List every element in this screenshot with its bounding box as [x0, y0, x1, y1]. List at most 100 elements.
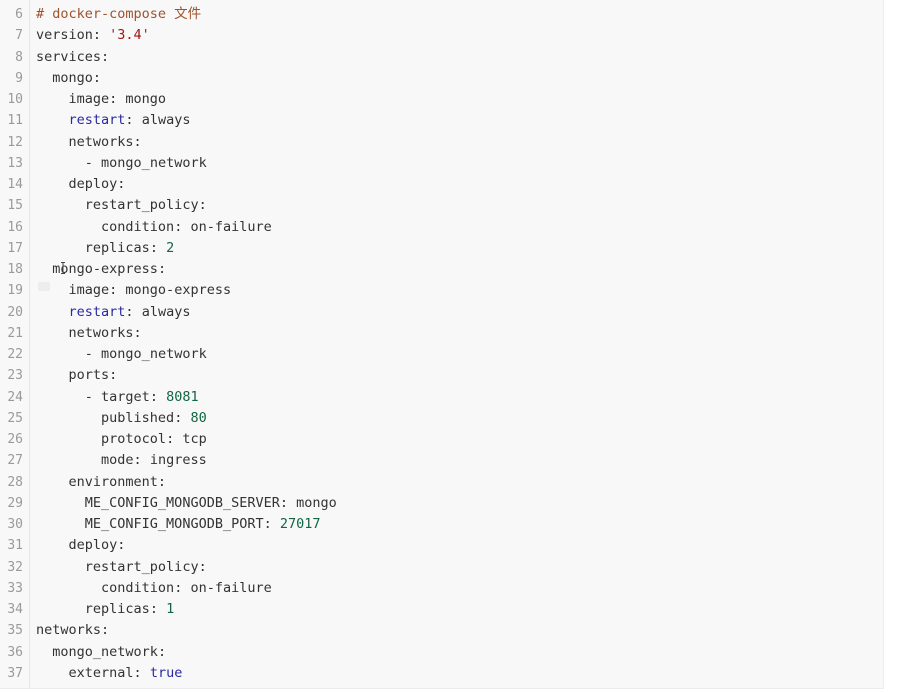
code-line[interactable]: 33 condition: on-failure: [0, 578, 883, 599]
code-token-key: external: [68, 664, 134, 681]
code-token-plain: :: [109, 91, 126, 107]
code-token-plain: :: [133, 324, 142, 341]
code-text: replicas: 1: [36, 599, 174, 620]
code-token-key: networks: [68, 324, 134, 341]
code-line[interactable]: 28 environment:: [0, 472, 883, 493]
code-token-plain: :: [109, 282, 126, 299]
line-number: 21: [7, 325, 23, 341]
indent: [36, 240, 85, 256]
code-line[interactable]: 12 networks:: [0, 132, 883, 153]
code-token-key: restart_policy: [84, 558, 199, 575]
code-token-str: '3.4': [109, 27, 150, 44]
line-number: 18: [7, 262, 23, 277]
code-text: image: mongo: [36, 89, 167, 110]
code-line[interactable]: 17 replicas: 2: [0, 238, 883, 259]
code-token-plain: :: [166, 431, 183, 447]
code-token-key: ports: [68, 367, 110, 384]
code-token-plain: -: [84, 154, 102, 171]
indent: [36, 601, 85, 617]
code-token-plain: mongo_network: [101, 346, 207, 362]
code-line[interactable]: 15 restart_policy:: [0, 195, 883, 216]
code-token-num: 27017: [279, 516, 321, 532]
indent: [36, 431, 101, 447]
code-token-plain: :: [117, 537, 126, 554]
code-token-plain: :: [157, 473, 167, 490]
code-token-plain: :: [117, 176, 126, 192]
indent: [36, 70, 52, 86]
code-text: - mongo_network: [36, 344, 207, 365]
code-token-plain: :: [133, 133, 142, 150]
code-token-plain: :: [133, 664, 150, 681]
code-line[interactable]: 13 - mongo_network: [0, 153, 883, 174]
i-beam-cursor-icon: [61, 262, 65, 274]
code-line[interactable]: 21 networks:: [0, 323, 883, 344]
code-line[interactable]: 18 mongo-express:: [0, 259, 883, 280]
code-token-plain: :: [92, 27, 110, 44]
code-line[interactable]: 30 ME_CONFIG_MONGODB_PORT: 27017: [0, 514, 883, 535]
indent: [36, 346, 85, 362]
code-text: # docker-compose 文件: [36, 4, 201, 25]
code-text: protocol: tcp: [36, 429, 207, 450]
code-line[interactable]: 14 deploy:: [0, 174, 883, 195]
code-line[interactable]: 22 - mongo_network: [0, 344, 883, 365]
code-line[interactable]: 36 mongo_network:: [0, 642, 883, 663]
code-token-plain: tcp: [182, 431, 207, 447]
indent: [36, 325, 69, 341]
code-token-plain: always: [141, 303, 191, 320]
indent: [36, 580, 101, 596]
code-token-plain: mongo-express: [125, 282, 232, 299]
code-line[interactable]: 23 ports:: [0, 365, 883, 386]
code-line[interactable]: 6# docker-compose 文件: [0, 4, 883, 25]
code-token-key: condition: [101, 579, 175, 596]
code-line[interactable]: 32 restart_policy:: [0, 557, 883, 578]
code-line[interactable]: 24 - target: 8081: [0, 387, 883, 408]
code-line[interactable]: 31 deploy:: [0, 535, 883, 556]
code-text: restart: always: [36, 302, 191, 323]
code-token-plain: :: [174, 579, 191, 596]
line-number: 23: [7, 368, 23, 384]
code-text: networks:: [36, 132, 142, 153]
line-number: 28: [7, 474, 23, 490]
code-line[interactable]: 16 condition: on-failure: [0, 217, 883, 238]
code-token-key: environment: [68, 473, 158, 490]
code-text: - mongo_network: [36, 153, 207, 174]
code-text: external: true: [36, 663, 183, 684]
line-number: 7: [15, 28, 23, 44]
code-line[interactable]: 9 mongo:: [0, 68, 883, 89]
line-number: 33: [7, 580, 23, 596]
code-line[interactable]: 11 restart: always: [0, 110, 883, 131]
code-line[interactable]: 10 image: mongo: [0, 89, 883, 110]
code-line[interactable]: 29 ME_CONFIG_MONGODB_SERVER: mongo: [0, 493, 883, 514]
code-token-plain: mongo: [296, 494, 337, 511]
code-token-plain: mongo_network: [101, 154, 207, 171]
code-line[interactable]: 25 published: 80: [0, 408, 883, 429]
code-token-key: mode: [101, 452, 134, 469]
code-line[interactable]: 26 protocol: tcp: [0, 429, 883, 450]
code-token-plain: :: [198, 197, 207, 214]
line-number: 25: [7, 410, 23, 426]
line-number: 32: [7, 559, 23, 575]
code-token-key: target: [101, 388, 150, 405]
code-line[interactable]: 27 mode: ingress: [0, 450, 883, 471]
code-line[interactable]: 19 image: mongo-express: [0, 280, 883, 301]
code-line[interactable]: 37 external: true: [0, 663, 883, 684]
line-number: 22: [7, 347, 23, 362]
code-text: mode: ingress: [36, 450, 207, 471]
code-line[interactable]: 20 restart: always: [0, 302, 883, 323]
code-token-plain: -: [84, 346, 102, 362]
code-line[interactable]: 34 replicas: 1: [0, 599, 883, 620]
line-number: 15: [7, 198, 23, 214]
indent: [36, 176, 69, 192]
code-token-key: ME_CONFIG_MONGODB_SERVER: [84, 494, 280, 511]
line-number: 24: [7, 389, 23, 405]
indent: [36, 644, 52, 660]
code-token-key: image: [68, 91, 110, 107]
line-number: 27: [7, 453, 23, 469]
line-number: 37: [7, 665, 23, 681]
indent: [36, 537, 69, 553]
